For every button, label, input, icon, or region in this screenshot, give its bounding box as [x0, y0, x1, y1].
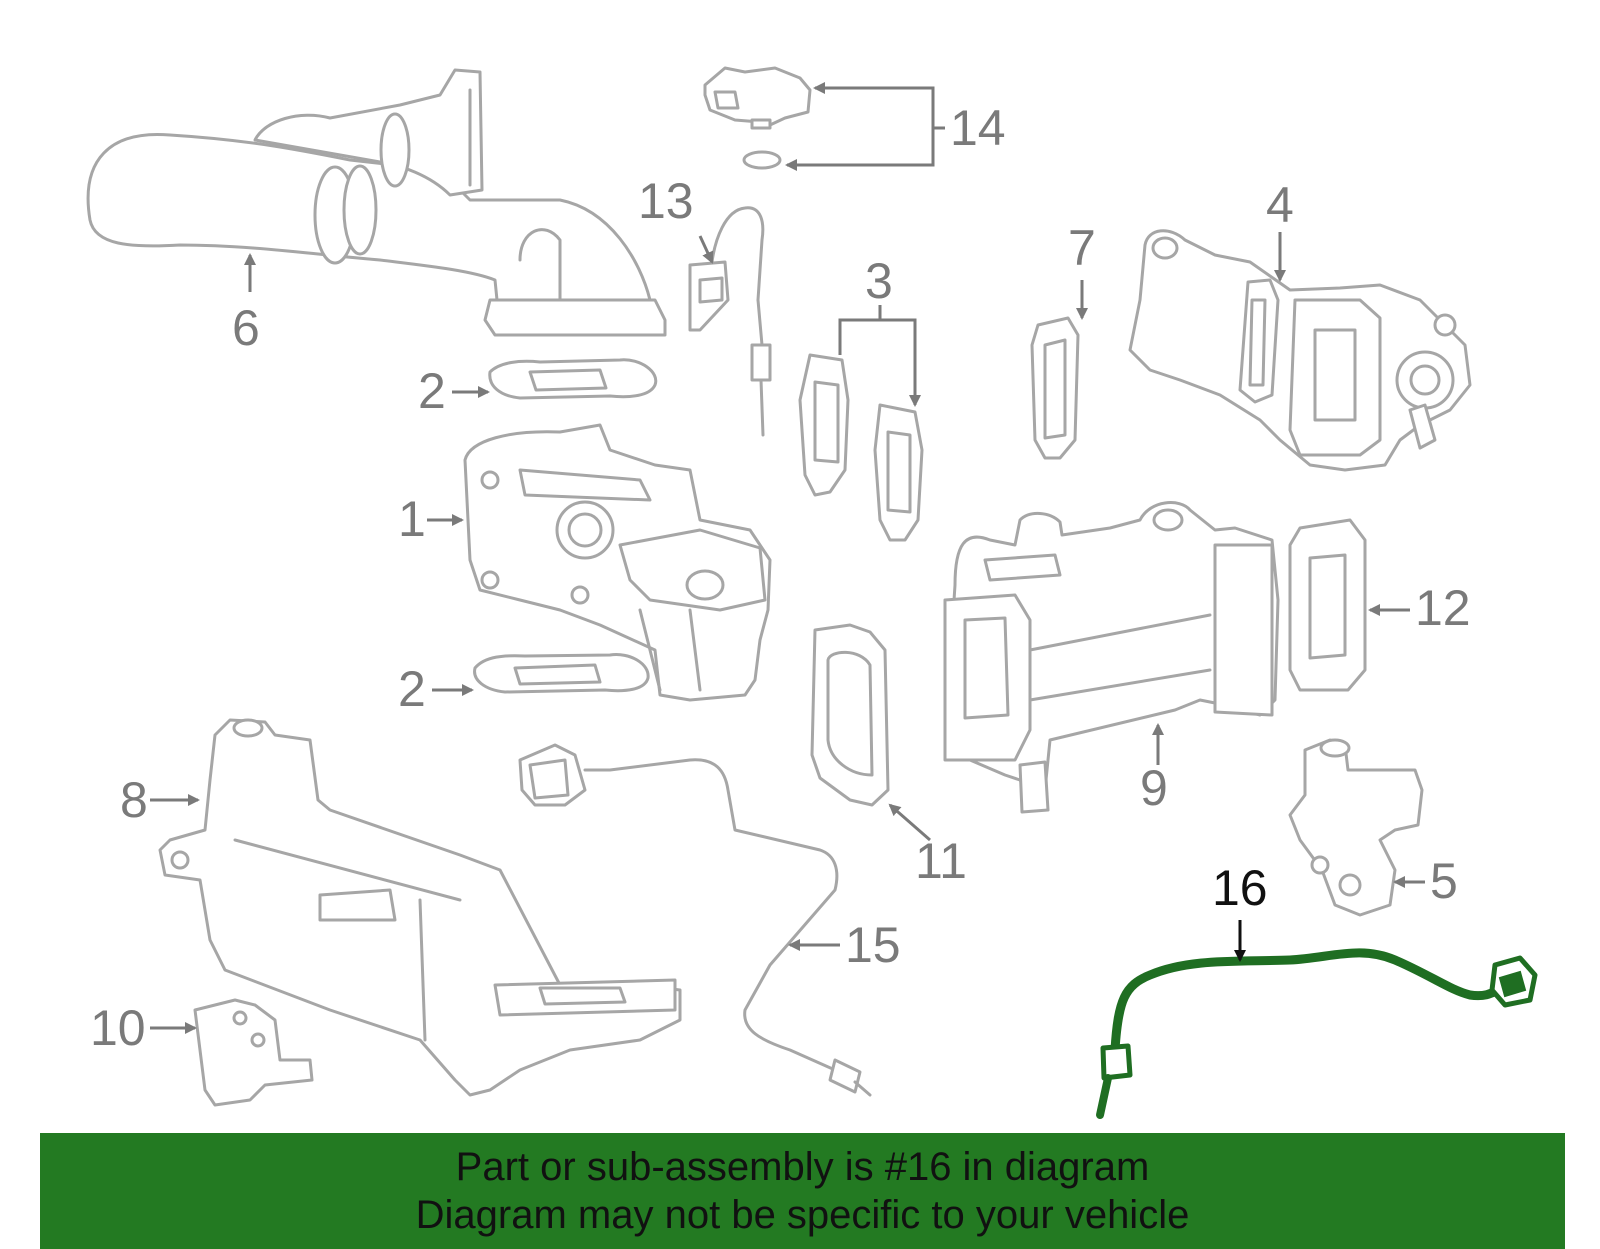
part-6-intake-hose: [86, 68, 667, 337]
part-1-egr-valve: [463, 423, 772, 702]
callout-labels: 6 2 1 2 13 14 3 7 4 12 9 11 5 8 10 15 16: [90, 100, 1471, 1056]
callout-8: 8: [120, 772, 148, 828]
part-5-bracket: [1288, 738, 1424, 917]
footer-disclaimer: Diagram may not be specific to your vehi…: [415, 1193, 1190, 1237]
callout-14: 14: [950, 100, 1006, 156]
part-7-gasket: [1030, 316, 1080, 460]
part-12-gasket: [1288, 518, 1367, 692]
callout-10: 10: [90, 1000, 146, 1056]
leader-lines: [150, 82, 1425, 1034]
footer-banner: Part or sub-assembly is #16 in diagram D…: [40, 1133, 1565, 1249]
callout-9: 9: [1140, 760, 1168, 816]
callout-12: 12: [1415, 580, 1471, 636]
part-10-bracket: [193, 998, 314, 1107]
callout-13: 13: [638, 173, 694, 229]
callout-11: 11: [915, 833, 967, 889]
callout-4: 4: [1266, 177, 1294, 233]
callout-15: 15: [845, 917, 901, 973]
part-14-pressure-sensor: [703, 66, 812, 170]
part-3-gaskets: [798, 353, 924, 542]
callout-5: 5: [1430, 853, 1458, 909]
footer-part-note: Part or sub-assembly is #16 in diagram: [455, 1145, 1150, 1189]
part-2b-gasket: [473, 653, 650, 694]
part-9-egr-cooler: [943, 501, 1280, 814]
callout-2-lower: 2: [398, 661, 426, 717]
callout-3: 3: [865, 253, 893, 309]
part-13-sensor: [688, 206, 772, 437]
callout-7: 7: [1068, 220, 1096, 276]
part-2a-gasket: [488, 358, 658, 400]
part-15-sensor-tube: [518, 743, 872, 1097]
part-8-cooler: [158, 718, 682, 1097]
callout-1: 1: [398, 491, 426, 547]
part-4-egr-assembly: [1128, 229, 1472, 472]
callout-2-upper: 2: [418, 363, 446, 419]
part-11-gasket: [810, 623, 890, 807]
callout-16-highlighted: 16: [1212, 860, 1268, 916]
callout-6: 6: [232, 300, 260, 356]
part-16-sensor-highlighted: [1096, 948, 1538, 1119]
